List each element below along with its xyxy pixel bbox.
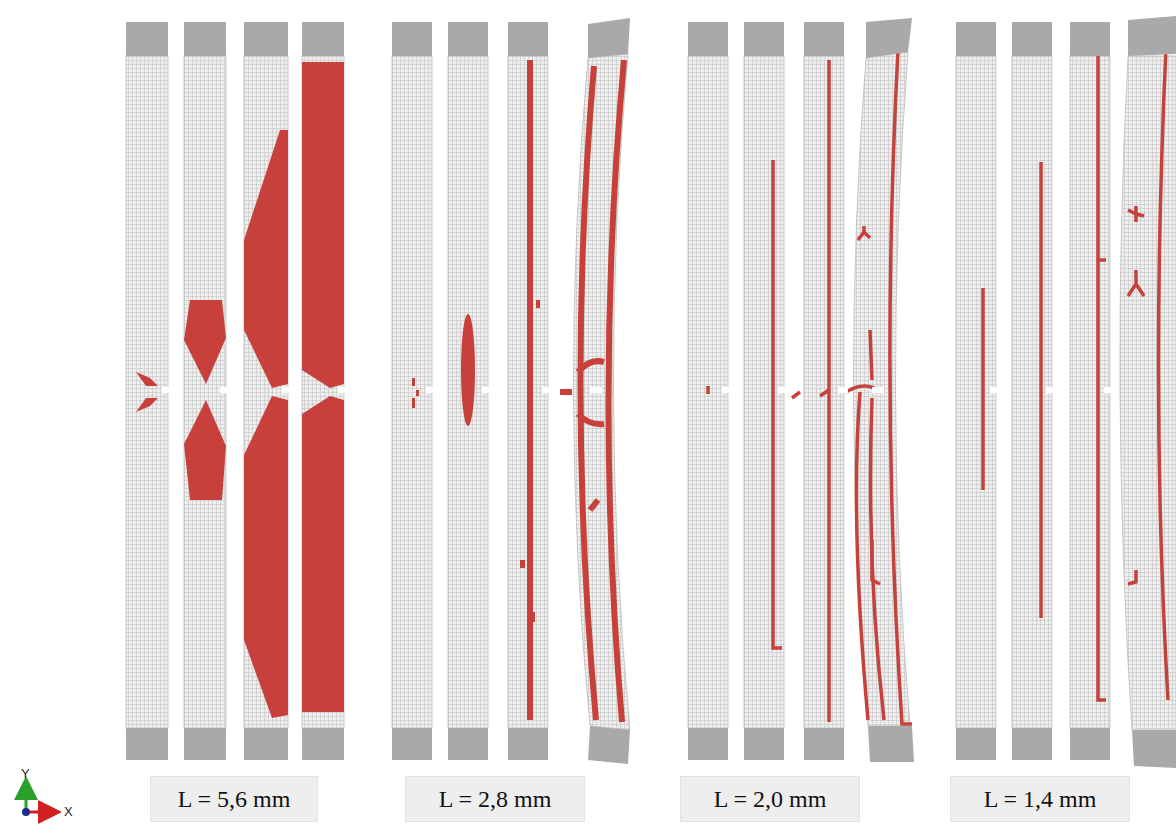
length-label: L = 2,8 mm [439,786,552,813]
beam-group [126,22,348,760]
beam-group [392,18,630,764]
caption-box: L = 5,6 mm [150,776,318,822]
beam-group [688,18,914,762]
caption-box: L = 1,4 mm [950,776,1130,822]
length-label: L = 2,0 mm [714,786,827,813]
length-label: L = 1,4 mm [984,786,1097,813]
beam-group [956,16,1176,768]
axis-label: X [64,804,73,819]
axis-label: Y [21,766,30,781]
axis-triad [22,788,50,816]
caption-box: L = 2,8 mm [405,776,585,822]
caption-box: L = 2,0 mm [680,776,860,822]
length-label: L = 5,6 mm [178,786,291,813]
